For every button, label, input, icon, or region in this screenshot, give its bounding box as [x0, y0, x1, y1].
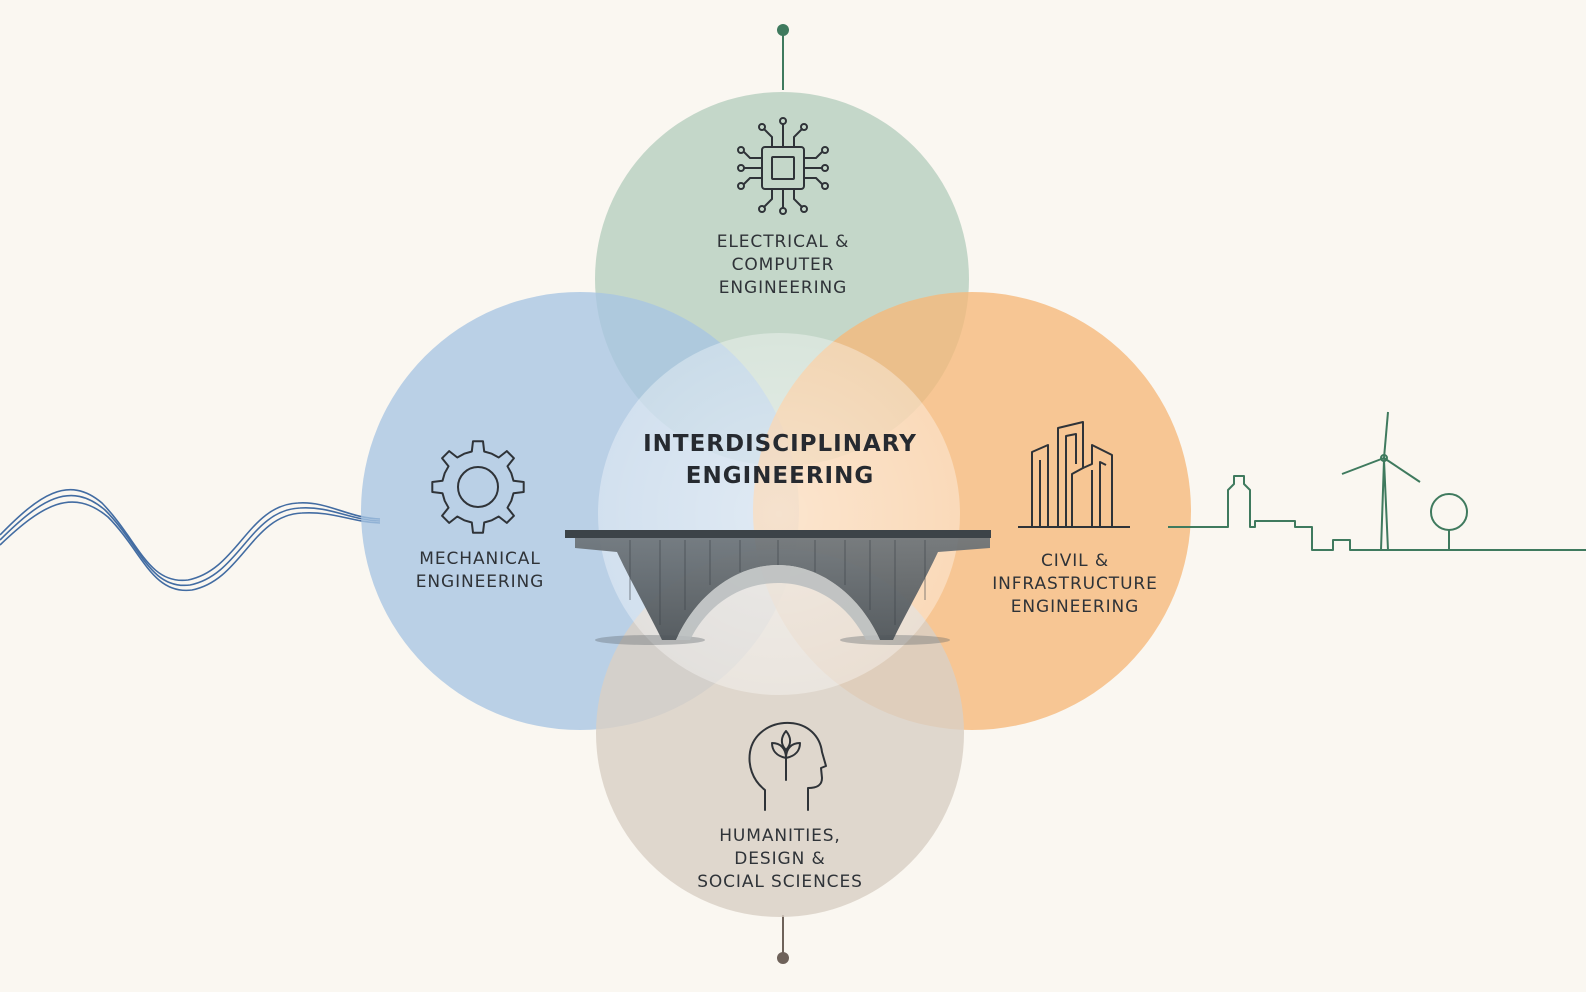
label-humanities-line-2: DESIGN &: [734, 849, 826, 869]
gear-icon: [431, 440, 525, 534]
label-mechanical: MECHANICAL ENGINEERING: [380, 548, 580, 594]
center-title-line-2: ENGINEERING: [685, 463, 875, 489]
label-civil: CIVIL & INFRASTRUCTURE ENGINEERING: [975, 550, 1175, 619]
label-electrical-line-2: COMPUTER: [731, 255, 835, 275]
label-civil-line-1: CIVIL &: [1041, 551, 1109, 571]
center-title: INTERDISCIPLINARY ENGINEERING: [630, 428, 930, 492]
buildings-icon: [1018, 421, 1130, 528]
signal-wave-lines: [0, 488, 381, 592]
label-mechanical-line-1: MECHANICAL: [419, 549, 541, 569]
head-with-sprout-icon: [748, 721, 827, 811]
center-title-line-1: INTERDISCIPLINARY: [643, 431, 917, 457]
skyline-wind-turbine-tree-line: [1168, 411, 1586, 551]
label-humanities-line-3: SOCIAL SCIENCES: [697, 872, 863, 892]
arch-bridge-illustration: [565, 530, 991, 645]
top-connector: [777, 24, 789, 90]
label-electrical-line-3: ENGINEERING: [718, 278, 848, 298]
label-electrical-line-1: ELECTRICAL &: [716, 232, 850, 252]
label-humanities: HUMANITIES, DESIGN & SOCIAL SCIENCES: [670, 825, 890, 894]
bottom-connector: [777, 915, 789, 964]
label-civil-line-2: INFRASTRUCTURE: [992, 574, 1158, 594]
label-civil-line-3: ENGINEERING: [1010, 597, 1140, 617]
label-electrical: ELECTRICAL & COMPUTER ENGINEERING: [683, 231, 883, 300]
label-humanities-line-1: HUMANITIES,: [719, 826, 841, 846]
microchip-icon: [737, 117, 829, 215]
label-mechanical-line-2: ENGINEERING: [415, 572, 545, 592]
